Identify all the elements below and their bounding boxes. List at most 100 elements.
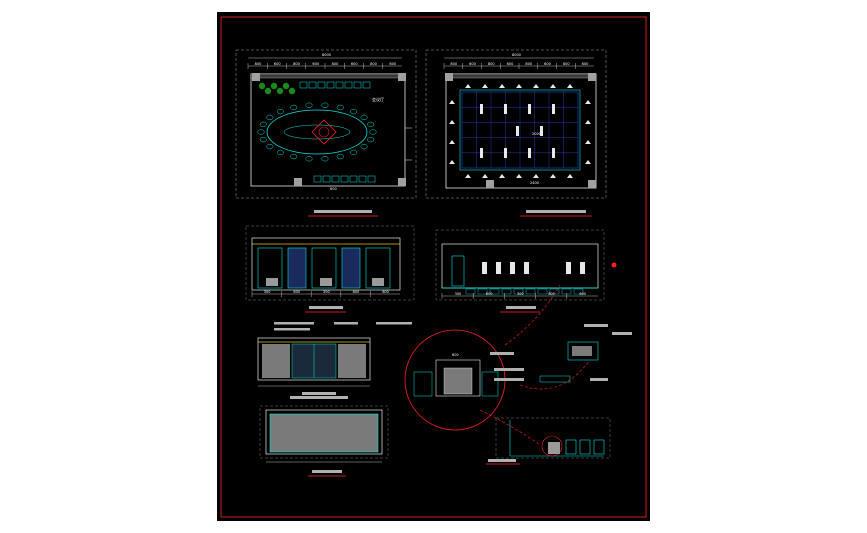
- elevation-d-panel: [269, 413, 379, 453]
- elevation-b-frame: [435, 229, 605, 301]
- ceiling-perimeter-lights: [449, 84, 591, 178]
- detail-note: [490, 352, 514, 355]
- column: [588, 73, 596, 81]
- column: [294, 178, 302, 186]
- dim-label: 300: [455, 292, 462, 296]
- window: [580, 262, 585, 274]
- chair: [362, 81, 371, 89]
- small-detail-note: [584, 324, 608, 327]
- dim-label: 800: [563, 62, 570, 66]
- ceiling-plan-frame: [425, 49, 607, 199]
- table-chair: [266, 143, 274, 150]
- elevation-a-panel: [341, 247, 361, 289]
- section-index-circle: [318, 126, 330, 138]
- dim-label: 600: [469, 62, 476, 66]
- base-chair: [573, 288, 584, 295]
- table-chair: [259, 136, 267, 143]
- dim-label: 300: [517, 292, 524, 296]
- small-detail-base: [539, 375, 571, 383]
- dim-label: 600: [382, 290, 389, 294]
- detail-note: [494, 378, 524, 381]
- elevation-a-panel: [287, 247, 307, 289]
- plant: [282, 82, 290, 90]
- small-detail-note: [590, 378, 608, 381]
- chair: [349, 175, 358, 183]
- elevation-b-caption: [506, 306, 536, 309]
- plant-group: [258, 82, 296, 95]
- elevation-b-door: [451, 255, 465, 287]
- table-chair: [266, 114, 274, 121]
- dim-label: 800: [525, 62, 532, 66]
- chair: [579, 439, 591, 455]
- plant: [264, 87, 272, 95]
- downlight: [585, 140, 591, 144]
- elevation-d-outline: [265, 409, 383, 455]
- downlight: [449, 120, 455, 124]
- dim-label: 600: [507, 62, 514, 66]
- dim-label: 600: [389, 62, 396, 66]
- light-fixture: [528, 104, 531, 114]
- table-chair: [290, 153, 298, 160]
- ceiling-grid-outline: [459, 89, 581, 171]
- downlight: [516, 174, 522, 178]
- floor-plan-caption: [314, 210, 372, 213]
- light-fixture: [480, 104, 483, 114]
- ceiling-plan-dim-center: 2000: [532, 132, 541, 136]
- chair: [593, 439, 605, 455]
- window: [510, 262, 515, 274]
- chair: [367, 175, 376, 183]
- window: [524, 262, 529, 274]
- table-chair: [350, 149, 358, 156]
- dim-label: 600: [274, 62, 281, 66]
- dim-label: 800: [450, 62, 457, 66]
- detail-gray-block: [443, 367, 473, 395]
- note: [274, 322, 314, 325]
- elevation-c-wall-panel: [262, 344, 290, 378]
- chair: [565, 439, 577, 455]
- downlight: [449, 140, 455, 144]
- dim-label: 600: [312, 62, 319, 66]
- bottom-detail-circle: [541, 435, 563, 457]
- dim-label: 800: [332, 62, 339, 66]
- chair: [353, 81, 362, 89]
- column: [445, 73, 453, 81]
- light-fixture: [504, 148, 507, 158]
- conference-table-inner: [283, 124, 351, 140]
- plant: [276, 87, 284, 95]
- table-chair: [276, 149, 284, 156]
- elevation-a-furniture: [320, 278, 332, 286]
- downlight: [482, 84, 488, 88]
- base-chair: [525, 288, 536, 295]
- downlight: [585, 160, 591, 164]
- downlight: [516, 84, 522, 88]
- dim-label: 600: [579, 292, 586, 296]
- chair-row-top: [299, 81, 371, 89]
- leader-line: [519, 359, 591, 390]
- section-index-diamond: [311, 119, 337, 145]
- light-fixture: [516, 126, 519, 136]
- table-chair: [369, 129, 377, 135]
- detail-cyan-block: [413, 371, 433, 397]
- chair: [313, 175, 322, 183]
- downlight: [499, 84, 505, 88]
- dim-label: 800: [353, 290, 360, 294]
- floor-plan-frame: [235, 49, 417, 199]
- floor-plan-dim-bottom: 800: [330, 187, 337, 191]
- note: [376, 322, 412, 325]
- downlight: [533, 84, 539, 88]
- elevation-d-caption: [312, 470, 342, 473]
- elevation-b-index-mark: [611, 262, 617, 268]
- column: [398, 73, 406, 81]
- elevation-a-outline: [251, 237, 401, 291]
- elevation-b-windows: [482, 262, 585, 274]
- table-chair: [276, 108, 284, 115]
- table-chair: [350, 108, 358, 115]
- plant: [288, 87, 296, 95]
- column: [398, 178, 406, 186]
- elevation-a-caption: [309, 306, 343, 309]
